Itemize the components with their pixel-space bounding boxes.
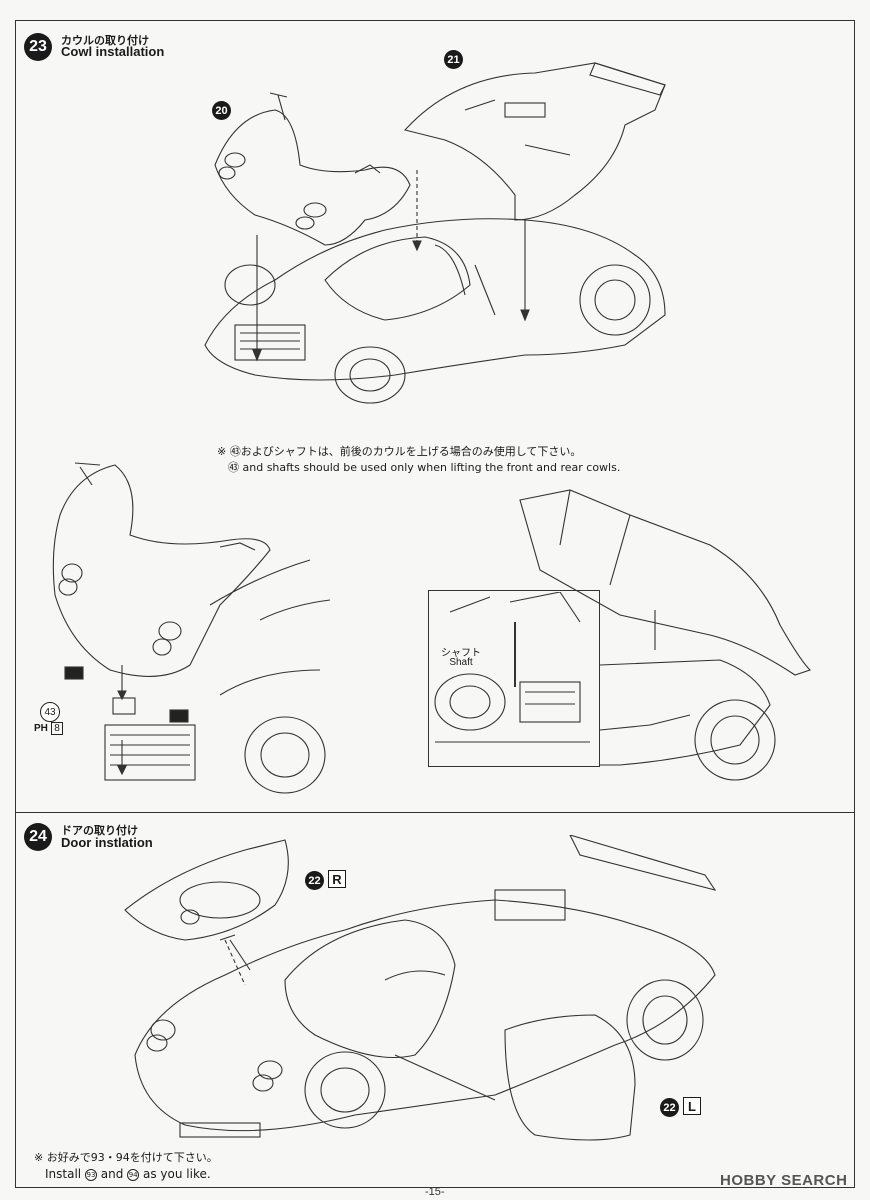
shaft-detail-inset [428, 590, 600, 767]
note-93-en-and: and [100, 1167, 124, 1181]
step-23-number: 23 [24, 33, 52, 61]
step-23-title-en: Cowl installation [61, 44, 165, 59]
part-94-label: 94 [127, 1168, 140, 1181]
shaft-label-en: Shaft [449, 657, 473, 668]
cowl-installation-illustration [204, 62, 666, 404]
note-93-jp: ※ お好みで93・94を付けて下さい。 [34, 1151, 218, 1164]
note-93-en-prefix: Install [45, 1167, 82, 1181]
note-93-en: Install 93 and 94 as you like. [45, 1166, 211, 1182]
part-93-label: 93 [84, 1168, 97, 1181]
front-cowl-lift-illustration [52, 462, 331, 794]
ph-prefix: PH [34, 723, 48, 734]
step-24-title-en: Door instlation [61, 835, 153, 850]
part-22-right-label: 22 [305, 871, 324, 890]
shaft-detail-illustration [434, 592, 590, 743]
part-22-left-label: 22 [660, 1098, 679, 1117]
shaft-label-jp: シャフト [441, 648, 481, 659]
part-43-label: 43 [40, 702, 60, 722]
step-23-title-jp: カウルの取り付け [61, 34, 149, 47]
cowls-raised-illustration [519, 489, 812, 781]
part-20-label: 20 [212, 101, 231, 120]
door-installation-illustration [124, 835, 717, 1141]
left-side-label: L [683, 1097, 701, 1115]
page-frame [15, 20, 855, 1188]
part-21-label: 21 [444, 50, 463, 69]
hobby-search-watermark: HOBBY SEARCH [720, 1172, 848, 1189]
note-43-en: ㊸ and shafts should be used only when li… [228, 461, 621, 474]
right-side-label: R [328, 870, 346, 888]
page-number: -15- [425, 1186, 445, 1198]
note-93-en-suffix: as you like. [143, 1167, 211, 1181]
ph-number: 8 [51, 722, 63, 735]
step-24-title-jp: ドアの取り付け [61, 824, 138, 837]
section-divider [15, 812, 855, 813]
note-43-jp: ※ ㊸およびシャフトは、前後のカウルを上げる場合のみ使用して下さい。 [217, 445, 582, 458]
step-24-number: 24 [24, 823, 52, 851]
